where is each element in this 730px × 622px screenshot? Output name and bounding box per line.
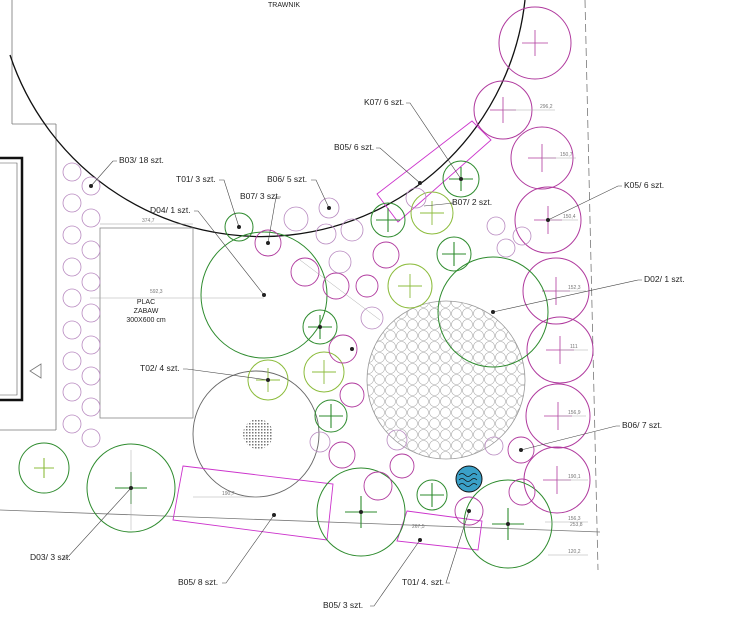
label-k05: K05/ 6 szt. xyxy=(624,180,664,190)
label-b07-top: B07/ 3 szt. xyxy=(240,191,280,201)
sandbox-icon xyxy=(243,419,273,449)
playground-label-3: 300X600 cm xyxy=(126,317,165,324)
playground-label-1: PLAC xyxy=(137,299,155,306)
dimension-labels: 296,2 150,7 150,4 152,3 111 156,9 190,1 … xyxy=(222,104,583,555)
label-b05-top: B05/ 6 szt. xyxy=(334,142,374,152)
svg-text:152,3: 152,3 xyxy=(568,285,581,291)
label-k07: K07/ 6 szt. xyxy=(364,97,404,107)
svg-text:296,2: 296,2 xyxy=(540,104,553,110)
svg-text:120,2: 120,2 xyxy=(568,549,581,555)
svg-text:190,7: 190,7 xyxy=(222,491,235,497)
shrub-column-b03 xyxy=(62,162,101,448)
label-b07-mid: B07/ 2 szt. xyxy=(452,197,492,207)
lightgreen-trees xyxy=(247,191,454,401)
svg-text:111: 111 xyxy=(570,344,578,350)
playground: PLAC ZABAW 300X600 cm 374,7 592,3 xyxy=(99,218,194,419)
label-b06-bot: B06/ 7 szt. xyxy=(622,420,662,430)
leader-dots xyxy=(89,177,550,542)
paved-circle xyxy=(366,300,526,460)
svg-text:253,8: 253,8 xyxy=(570,522,583,528)
label-b06-top: B06/ 5 szt. xyxy=(267,174,307,184)
purple-shrubs xyxy=(254,229,536,526)
label-d04: D04/ 1 szt. xyxy=(150,205,191,215)
water-feature-icon xyxy=(455,465,483,493)
label-b05-bot-left: B05/ 8 szt. xyxy=(178,577,218,587)
lightpurple-shrubs xyxy=(283,187,532,456)
playground-dim-height: 592,3 xyxy=(150,289,163,295)
svg-text:150,7: 150,7 xyxy=(560,152,573,158)
svg-text:156,3: 156,3 xyxy=(568,516,581,522)
arrow-left-icon xyxy=(29,363,42,379)
svg-text:267,5: 267,5 xyxy=(412,524,425,530)
playground-label-2: ZABAW xyxy=(134,308,159,315)
svg-text:156,9: 156,9 xyxy=(568,410,581,416)
label-t01-top: T01/ 3 szt. xyxy=(176,174,216,184)
label-t01-bot: T01/ 4. szt. xyxy=(402,577,444,587)
lawn-label: TRAWNIK xyxy=(268,2,300,9)
label-b03: B03/ 18 szt. xyxy=(119,155,164,165)
leader-lines xyxy=(63,102,642,607)
label-d03: D03/ 3 szt. xyxy=(30,552,71,562)
lawn-boundary xyxy=(9,0,526,238)
house-wall xyxy=(0,156,24,402)
plant-labels: K07/ 6 szt. B05/ 6 szt. B03/ 18 szt. T01… xyxy=(30,97,685,610)
dimension-lines xyxy=(90,109,588,556)
svg-text:190,1: 190,1 xyxy=(568,474,581,480)
label-t02: T02/ 4 szt. xyxy=(140,363,180,373)
label-d02: D02/ 1 szt. xyxy=(644,274,685,284)
green-trees xyxy=(18,160,553,569)
svg-text:150,4: 150,4 xyxy=(563,214,576,220)
label-b05-bot-right: B05/ 3 szt. xyxy=(323,600,363,610)
playground-dim-width: 374,7 xyxy=(142,218,155,224)
plot-boundary xyxy=(0,0,601,571)
